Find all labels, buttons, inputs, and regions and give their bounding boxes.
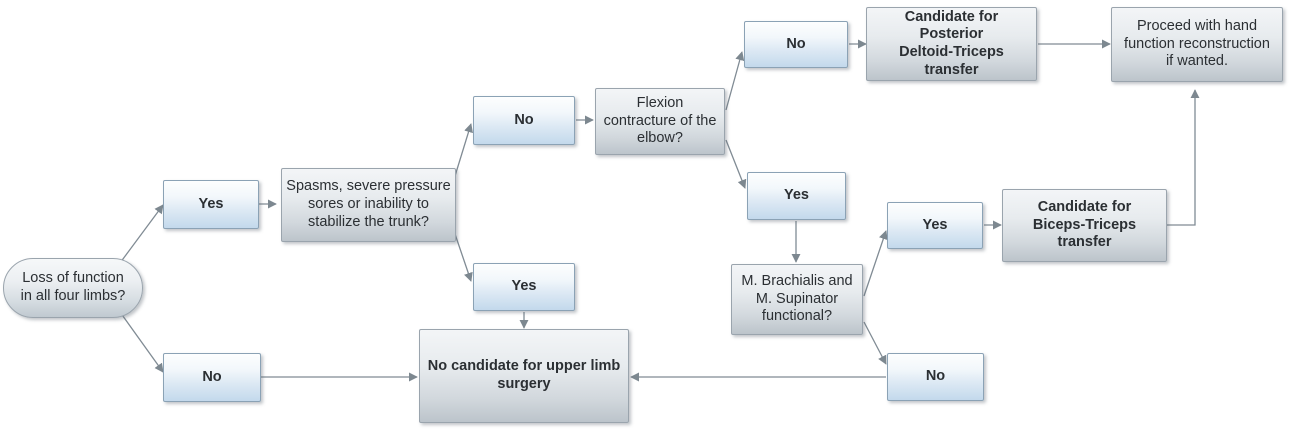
node-no-spasms-label: No xyxy=(514,111,534,128)
node-no-loss-of-function-label: No xyxy=(202,368,222,385)
node-no-loss-of-function[interactable]: No xyxy=(163,353,261,402)
node-no-flexion-label: No xyxy=(786,35,806,52)
edge-biceps-proceed xyxy=(1167,89,1200,226)
node-flexion-contracture-question[interactable]: Flexion contracture of the elbow? xyxy=(595,88,725,155)
node-yes-flexion[interactable]: Yes xyxy=(747,172,846,220)
edge-flexion-no xyxy=(725,51,745,111)
edge-start-yes xyxy=(119,204,164,264)
node-no-flexion[interactable]: No xyxy=(744,21,848,68)
node-brachialis-supinator-question-label: M. Brachialis and M. Supinator functiona… xyxy=(741,272,853,325)
node-yes-loss-of-function[interactable]: Yes xyxy=(163,180,259,229)
node-flexion-contracture-question-label: Flexion contracture of the elbow? xyxy=(603,94,717,147)
node-no-spasms[interactable]: No xyxy=(473,96,575,145)
node-no-brachialis-label: No xyxy=(925,368,946,385)
node-yes-brachialis-label: Yes xyxy=(922,216,948,233)
node-yes-spasms[interactable]: Yes xyxy=(473,263,575,311)
node-start[interactable]: Loss of function in all four limbs? xyxy=(3,258,143,318)
node-posterior-deltoid-triceps-transfer-label: Candidate for Posterior Deltoid-Triceps … xyxy=(899,8,1004,78)
node-yes-loss-of-function-label: Yes xyxy=(198,195,224,212)
node-yes-spasms-label: Yes xyxy=(511,278,537,295)
edge-start-no xyxy=(119,311,164,373)
edge-brachialis-no xyxy=(863,321,887,365)
edge-brachialis-yes xyxy=(863,230,888,297)
edge-spasms-no xyxy=(454,123,473,177)
node-no-candidate-upper-limb-surgery-label: No candidate for upper limb surgery xyxy=(427,358,621,392)
node-proceed-hand-function-label: Proceed with hand function reconstructio… xyxy=(1124,17,1270,70)
edge-spasms-yes xyxy=(454,233,473,282)
node-spasms-question-label: Spasms, severe pressure sores or inabili… xyxy=(286,178,451,230)
node-brachialis-supinator-question[interactable]: M. Brachialis and M. Supinator functiona… xyxy=(731,264,863,335)
node-no-brachialis[interactable]: No xyxy=(887,353,984,401)
edge-flexion-yes xyxy=(725,139,747,189)
node-biceps-triceps-transfer-label: Candidate for Biceps-Triceps transfer xyxy=(1032,198,1137,251)
node-yes-brachialis[interactable]: Yes xyxy=(887,202,983,249)
node-posterior-deltoid-triceps-transfer[interactable]: Candidate for Posterior Deltoid-Triceps … xyxy=(866,7,1037,81)
node-start-label: Loss of function in all four limbs? xyxy=(20,270,126,304)
node-no-candidate-upper-limb-surgery[interactable]: No candidate for upper limb surgery xyxy=(419,329,629,423)
node-spasms-question[interactable]: Spasms, severe pressure sores or inabili… xyxy=(281,168,456,242)
node-proceed-hand-function[interactable]: Proceed with hand function reconstructio… xyxy=(1111,7,1283,82)
node-yes-flexion-label: Yes xyxy=(784,187,809,204)
node-biceps-triceps-transfer[interactable]: Candidate for Biceps-Triceps transfer xyxy=(1002,189,1167,262)
